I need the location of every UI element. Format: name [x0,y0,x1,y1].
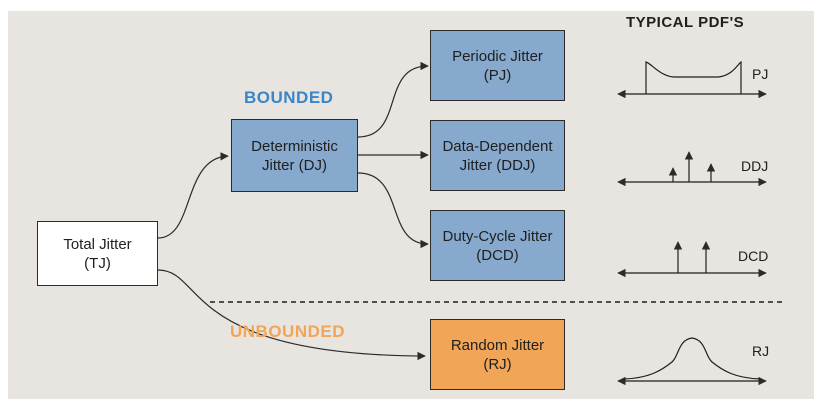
connector-tj-to-rj [157,269,426,361]
duty-cycle-jitter-text: Duty-Cycle Jitter (DCD) [442,227,553,264]
diagram-background [8,11,814,399]
periodic-jitter-text: Periodic Jitter (PJ) [452,47,543,84]
data-dependent-jitter-text: Data-Dependent Jitter (DDJ) [442,137,553,174]
periodic-jitter-box: Periodic Jitter (PJ) [430,30,565,101]
pdf-label-rj: RJ [752,343,770,359]
pdf-rj-sketch [617,337,767,386]
random-jitter-text: Random Jitter (RJ) [450,336,545,373]
connector-dj-to-dcd [357,172,429,249]
connector-tj-to-dj [157,152,229,239]
total-jitter-box: Total Jitter (TJ) [37,221,158,286]
data-dependent-jitter-box: Data-Dependent Jitter (DDJ) [430,120,565,191]
duty-cycle-jitter-box: Duty-Cycle Jitter (DCD) [430,210,565,281]
random-jitter-box: Random Jitter (RJ) [430,319,565,390]
pdf-pj-sketch [617,60,767,99]
bounded-label: BOUNDED [244,88,334,107]
typical-pdfs-title: TYPICAL PDF'S [626,14,745,31]
pdf-label-ddj: DDJ [741,158,769,174]
total-jitter-text: Total Jitter (TJ) [63,235,132,272]
unbounded-label: UNBOUNDED [230,322,345,341]
deterministic-jitter-text: Deterministic Jitter (DJ) [251,137,338,174]
pdf-dcd-sketch [617,241,767,278]
pdf-ddj-sketch [617,151,767,187]
deterministic-jitter-box: Deterministic Jitter (DJ) [231,119,358,192]
pdf-label-dcd: DCD [738,248,769,264]
pdf-label-pj: PJ [752,66,769,82]
connector-dj-to-pj [357,61,429,138]
